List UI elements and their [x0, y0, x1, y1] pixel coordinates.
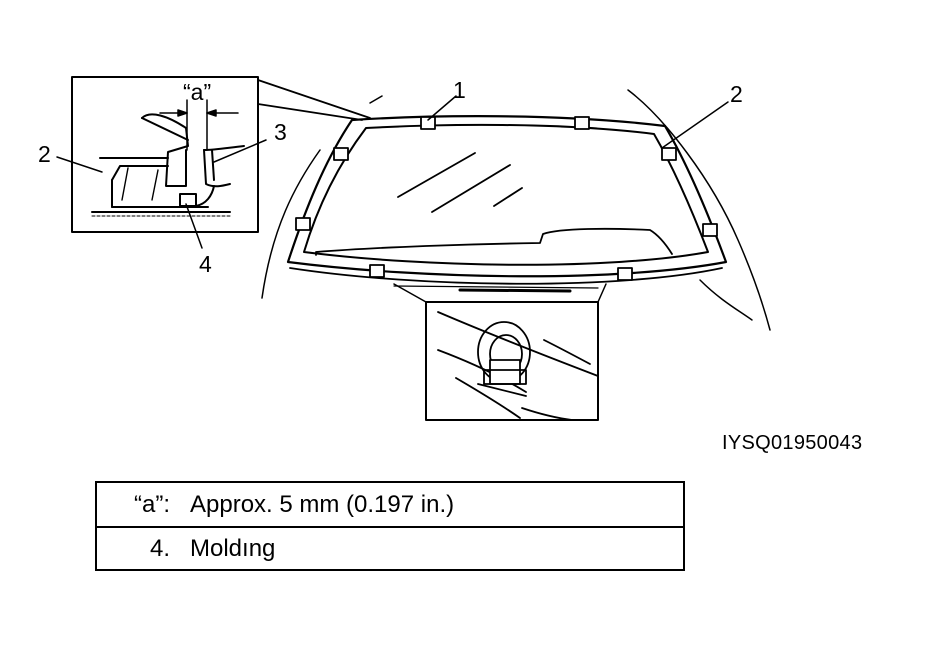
glass-reflections	[397, 152, 523, 213]
callout-2-detail: 2	[38, 141, 51, 167]
legend-key: “a”:	[134, 490, 170, 518]
car-body-outline	[261, 89, 771, 331]
leader-1	[427, 95, 457, 121]
dimension-a-label: “a”	[183, 79, 211, 105]
windshield-glass	[303, 123, 709, 266]
leader-2-main	[661, 101, 729, 149]
inset-leader-line	[257, 103, 363, 121]
detail-molding-section	[141, 113, 245, 207]
detail-body-panel	[99, 157, 209, 208]
figure-code: IYSQ01950043	[722, 432, 863, 454]
molding-clips	[295, 116, 718, 281]
leader-2-detail	[56, 156, 103, 173]
legend-text: Moldıng	[190, 534, 276, 562]
legend-key: 4.	[149, 534, 170, 562]
legend-row-4: 4. Moldıng	[97, 526, 683, 569]
callout-4: 4	[199, 251, 212, 277]
callout-3: 3	[274, 119, 287, 145]
legend-table: “a”: Approx. 5 mm (0.197 in.) 4. Moldıng	[95, 481, 685, 571]
callout-2-main: 2	[730, 81, 743, 107]
leader-3	[213, 139, 267, 163]
windshield-molding	[286, 115, 728, 278]
dashboard-outline	[315, 227, 673, 256]
dimension-a	[159, 99, 239, 151]
legend-text: Approx. 5 mm (0.197 in.)	[190, 490, 455, 518]
windshield-installation-diagram: 1 2 2 3 4 “a”	[38, 76, 771, 421]
leader-4	[185, 203, 203, 249]
clip-detail-drawing	[437, 311, 599, 421]
cowl-panel	[289, 267, 723, 293]
clip-detail-frame	[425, 301, 599, 421]
inset-leader-line	[257, 79, 371, 119]
clip-detail-leader	[393, 283, 607, 303]
legend-row-a: “a”: Approx. 5 mm (0.197 in.)	[97, 483, 683, 526]
detail-inset-frame	[71, 76, 259, 233]
callout-1: 1	[453, 77, 466, 103]
detail-sealant-strip	[91, 211, 231, 217]
